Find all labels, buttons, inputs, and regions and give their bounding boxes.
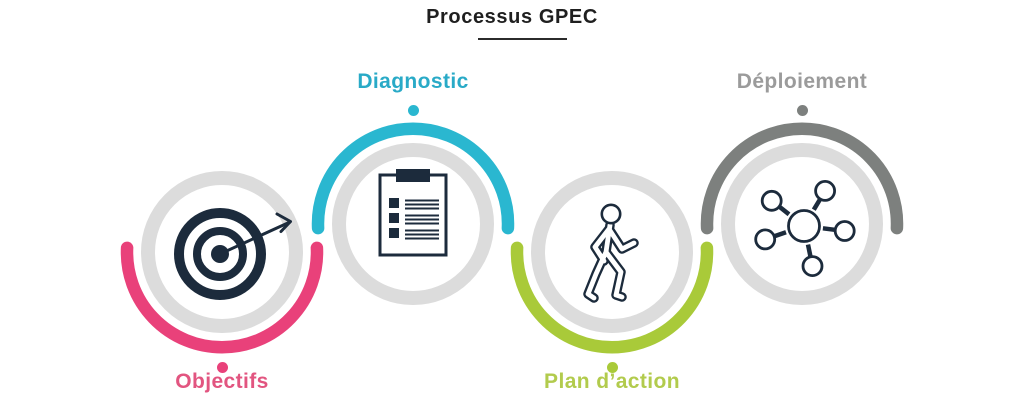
step-diagnostic: Diagnostic [303, 60, 523, 410]
step-deploiement: Déploiement [692, 60, 912, 410]
step-arc-bottom [510, 241, 714, 354]
step-label: Diagnostic [357, 70, 469, 93]
step-badge [510, 171, 714, 354]
title-underline [478, 38, 567, 40]
step-badge [700, 122, 904, 305]
step-label: Déploiement [736, 70, 868, 93]
step-arc-bottom [120, 241, 324, 354]
step-badge [311, 122, 515, 305]
step-dot [606, 361, 618, 373]
network-hub-icon [754, 180, 856, 277]
step-dot [796, 104, 808, 116]
step-label: Objectifs [175, 370, 269, 393]
step-ring [531, 171, 693, 333]
step-plan-daction: Plan d’action [502, 60, 722, 410]
step-dot [216, 361, 228, 373]
target-icon [174, 208, 292, 300]
step-badge [120, 171, 324, 354]
step-objectifs: Objectifs [112, 60, 332, 410]
step-label: Plan d’action [544, 370, 680, 393]
clipboard-checklist-icon [378, 169, 448, 257]
walking-person-icon [583, 203, 639, 303]
step-dot [407, 104, 419, 116]
step-arc-top [700, 122, 904, 235]
step-arc-top [311, 122, 515, 235]
page-title: Processus GPEC [426, 6, 598, 28]
